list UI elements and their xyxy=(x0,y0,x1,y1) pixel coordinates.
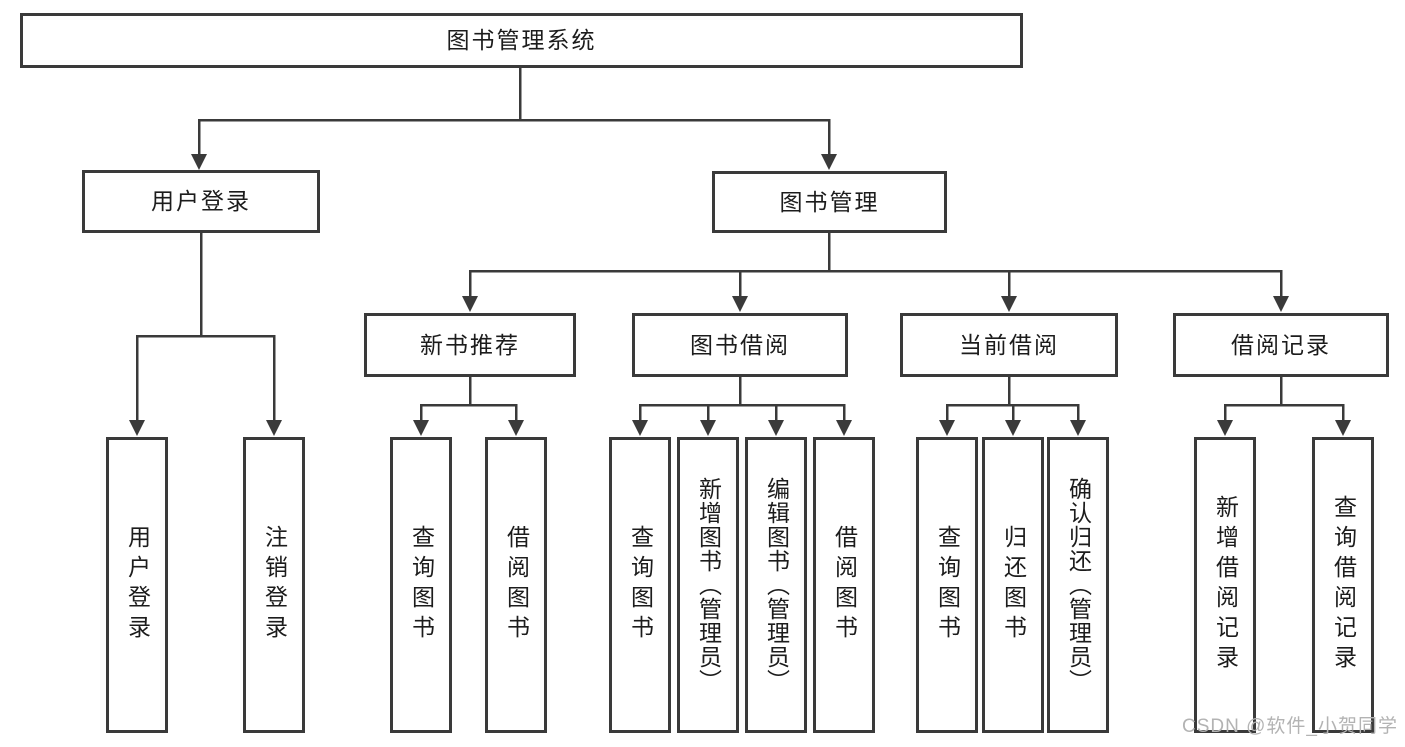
node-book-borrow-label: 图书借阅 xyxy=(690,331,790,358)
node-root-label: 图书管理系统 xyxy=(446,27,597,53)
node-book-borrow: 图书借阅 xyxy=(632,313,848,377)
leaf-records-query-record-label: 查询借阅记录 xyxy=(1330,495,1357,675)
leaf-borrow-query-book: 查询图书 xyxy=(609,437,671,733)
leaf-borrow-query-book-label: 查询图书 xyxy=(627,525,654,645)
connector-user-login-to-leaves xyxy=(129,231,282,436)
leaf-logout: 注销登录 xyxy=(243,437,305,733)
node-book-management-label: 图书管理 xyxy=(779,188,880,215)
leaf-current-query-book-label: 查询图书 xyxy=(934,525,961,645)
leaf-recommend-query-book-label: 查询图书 xyxy=(408,525,435,645)
node-current-borrow: 当前借阅 xyxy=(900,313,1118,377)
leaf-current-query-book: 查询图书 xyxy=(916,437,978,733)
leaf-logout-label: 注销登录 xyxy=(261,525,288,645)
leaf-recommend-query-book: 查询图书 xyxy=(390,437,452,733)
connector-book-management-to-level3 xyxy=(462,231,1289,312)
leaf-borrow-borrow-book-label: 借阅图书 xyxy=(831,525,858,645)
leaf-current-return-book-label: 归还图书 xyxy=(1000,525,1027,645)
leaf-current-confirm-return-admin: 确认归还（管理员） xyxy=(1047,437,1109,733)
leaf-borrow-edit-book-admin: 编辑图书（管理员） xyxy=(745,437,807,733)
node-new-book-recommend-label: 新书推荐 xyxy=(420,331,520,358)
leaf-recommend-borrow-book: 借阅图书 xyxy=(485,437,547,733)
node-current-borrow-label: 当前借阅 xyxy=(959,331,1059,358)
connector-new-book-recommend-to-leaves xyxy=(413,375,524,436)
leaf-user-login-label: 用户登录 xyxy=(124,525,151,645)
node-book-management: 图书管理 xyxy=(712,171,947,233)
connector-root-to-level2 xyxy=(191,66,837,170)
csdn-watermark: CSDN @软件_小贺同学 xyxy=(1182,716,1398,737)
leaf-records-query-record: 查询借阅记录 xyxy=(1312,437,1374,733)
node-borrow-records-label: 借阅记录 xyxy=(1231,331,1331,358)
leaf-borrow-add-book-admin: 新增图书（管理员） xyxy=(677,437,739,733)
connector-current-borrow-to-leaves xyxy=(939,375,1086,436)
leaf-current-return-book: 归还图书 xyxy=(982,437,1044,733)
leaf-records-add-record: 新增借阅记录 xyxy=(1194,437,1256,733)
node-borrow-records: 借阅记录 xyxy=(1173,313,1389,377)
leaf-records-add-record-label: 新增借阅记录 xyxy=(1212,495,1239,675)
connector-book-borrow-to-leaves xyxy=(632,375,852,436)
node-new-book-recommend: 新书推荐 xyxy=(364,313,576,377)
connector-borrow-records-to-leaves xyxy=(1217,375,1351,436)
node-user-login: 用户登录 xyxy=(82,170,320,233)
leaf-current-confirm-return-admin-label: 确认归还（管理员） xyxy=(1065,477,1092,693)
leaf-recommend-borrow-book-label: 借阅图书 xyxy=(503,525,530,645)
leaf-borrow-edit-book-admin-label: 编辑图书（管理员） xyxy=(763,477,790,693)
leaf-user-login: 用户登录 xyxy=(106,437,168,733)
node-root: 图书管理系统 xyxy=(20,13,1023,68)
leaf-borrow-borrow-book: 借阅图书 xyxy=(813,437,875,733)
node-user-login-label: 用户登录 xyxy=(151,188,251,214)
leaf-borrow-add-book-admin-label: 新增图书（管理员） xyxy=(695,477,722,693)
